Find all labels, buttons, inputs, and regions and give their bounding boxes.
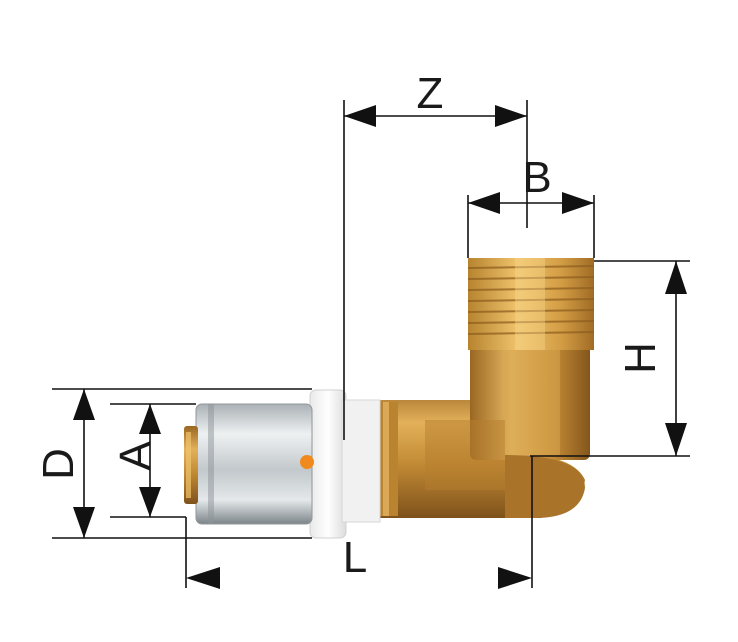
z-arrow-right [495,105,527,127]
steel-press-sleeve [184,403,314,525]
dimension-label-a: A [111,441,160,471]
dimension-label-l: L [343,533,367,582]
l-arrow-right [498,567,532,589]
b-arrow-left [468,192,500,214]
plastic-ring [309,389,381,539]
b-arrow-right [562,192,594,214]
d-arrow-bottom [73,507,95,538]
orange-indicator-dot [300,455,314,469]
a-arrow-bottom [139,487,161,517]
z-arrow-left [344,105,376,127]
dimension-label-b: B [522,153,551,202]
dimension-label-z: Z [417,69,444,118]
d-arrow-top [73,389,95,420]
h-arrow-top [665,261,687,294]
h-arrow-bottom [665,423,687,456]
dimension-lines [52,100,690,589]
dimension-label-d: D [34,448,83,480]
dimension-label-h: H [616,342,665,374]
brass-elbow-body [378,345,590,518]
male-thread [467,258,595,350]
a-arrow-top [139,404,161,434]
l-arrow-left [186,567,220,589]
